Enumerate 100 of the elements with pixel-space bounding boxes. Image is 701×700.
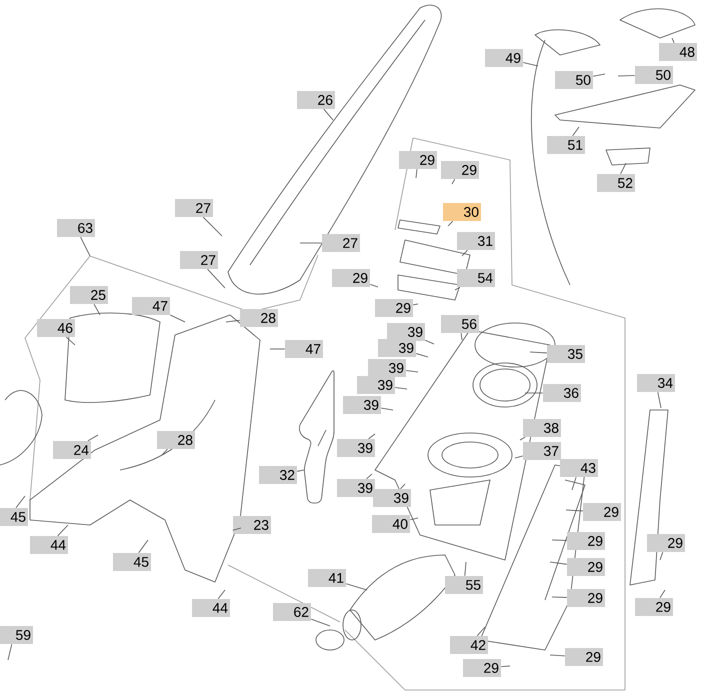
callout-number: 27 — [175, 199, 213, 217]
leader-line — [300, 242, 322, 244]
callout-number: 29 — [399, 151, 437, 169]
callout-number: 47 — [285, 340, 323, 358]
leader-line — [530, 352, 548, 354]
leader-line — [476, 626, 486, 636]
leader-line — [660, 552, 664, 560]
leader-line — [550, 562, 568, 565]
leader-line — [88, 434, 98, 442]
callout-number: 35 — [547, 345, 585, 363]
leader-line — [452, 178, 456, 184]
leader-line — [170, 314, 186, 322]
leader-line — [8, 644, 12, 660]
leader-line — [572, 476, 576, 490]
leader-line — [448, 220, 454, 226]
leader-line — [672, 38, 674, 44]
callout-number: 39 — [337, 439, 375, 457]
callout-number: 36 — [543, 384, 581, 402]
leader-line — [207, 268, 226, 288]
leader-line — [410, 518, 418, 520]
callout-number: 29 — [375, 299, 413, 317]
callout-number: 44 — [192, 599, 230, 617]
leader-line — [618, 75, 636, 76]
callout-number: 51 — [547, 136, 585, 154]
callout-number: 29 — [567, 558, 605, 576]
leader-line — [522, 62, 538, 66]
callout-number: 39 — [337, 479, 375, 497]
callout-number: 63 — [57, 219, 95, 237]
leader-line — [552, 596, 568, 598]
callout-number: 46 — [37, 319, 75, 337]
leader-line — [416, 168, 418, 178]
leader-line — [406, 370, 418, 372]
leader-line — [400, 484, 406, 490]
leader-line — [94, 304, 100, 316]
callout-number: 37 — [523, 442, 561, 460]
leader-line — [310, 618, 330, 626]
leader-line — [572, 126, 580, 136]
leader-line — [464, 562, 466, 576]
callout-number: 39 — [368, 359, 406, 377]
callout-number: 50 — [555, 71, 593, 89]
leader-line — [270, 348, 286, 350]
leader-line — [394, 387, 408, 390]
leader-line — [514, 456, 524, 458]
callout-number: 29 — [565, 648, 603, 666]
callout-number: 29 — [441, 161, 479, 179]
callout-number: 39 — [378, 339, 416, 357]
leader-line — [162, 448, 168, 456]
leader-line — [620, 162, 626, 174]
callout-number: 52 — [597, 174, 635, 192]
leader-line — [460, 332, 462, 340]
leader-line — [520, 436, 526, 440]
callout-number: 29 — [567, 589, 605, 607]
callout-number: 28 — [240, 309, 278, 327]
callout-number: 38 — [523, 419, 561, 437]
callout-number: 23 — [233, 516, 271, 534]
callout-number: 59 — [0, 626, 33, 644]
leader-line — [657, 392, 662, 408]
leader-line — [462, 250, 468, 256]
callout-number: 29 — [583, 503, 621, 521]
callout-number: 45 — [0, 508, 28, 526]
leader-line — [370, 284, 378, 288]
leader-line — [80, 236, 90, 256]
leader-line — [524, 392, 544, 394]
callout-number: 50 — [635, 66, 673, 84]
leader-line — [16, 496, 26, 508]
callout-number: 28 — [157, 431, 195, 449]
callout-number: 24 — [53, 441, 91, 459]
leader-line — [202, 216, 222, 236]
callout-number: 39 — [373, 489, 411, 507]
leader-line — [323, 108, 334, 120]
callout-number: 39 — [357, 376, 395, 394]
callout-number: 39 — [387, 323, 425, 341]
callout-number: 40 — [372, 515, 410, 533]
callout-number: 27 — [180, 251, 218, 269]
leader-line — [416, 353, 428, 358]
callout-number: 45 — [113, 553, 151, 571]
leader-line — [218, 590, 226, 600]
callout-number: 29 — [647, 534, 685, 552]
callout-number: 29 — [567, 532, 605, 550]
leader-line — [346, 583, 368, 590]
callout-number: 25 — [70, 286, 108, 304]
callout-number: 32 — [259, 466, 297, 484]
leader-line — [226, 320, 240, 322]
leader-line — [57, 524, 68, 536]
callout-number: 44 — [30, 536, 68, 554]
callout-number: 49 — [485, 49, 523, 67]
callout-number: 62 — [273, 603, 311, 621]
callout-number: 42 — [450, 636, 488, 654]
callout-number: 48 — [659, 43, 697, 61]
leader-line — [424, 340, 434, 344]
leader-line — [368, 434, 376, 440]
leader-line — [138, 540, 148, 554]
leader-line — [660, 590, 666, 598]
callout-number: 29 — [332, 269, 370, 287]
leader-line — [66, 336, 76, 346]
leader-line — [412, 304, 418, 306]
callout-number: 56 — [441, 315, 479, 333]
leader-line — [550, 654, 566, 656]
leader-line — [380, 408, 394, 410]
callout-number: 31 — [457, 232, 495, 250]
